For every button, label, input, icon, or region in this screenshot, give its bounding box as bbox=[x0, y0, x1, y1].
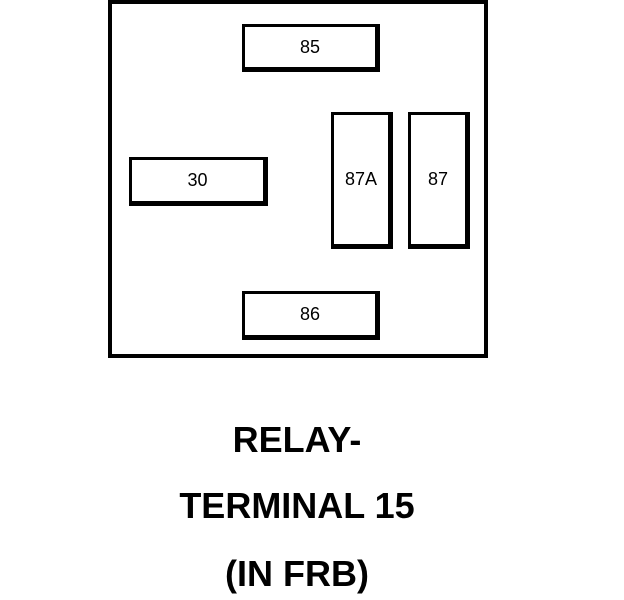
caption-line-2: TERMINAL 15 bbox=[179, 485, 415, 526]
terminal-86: 86 bbox=[242, 291, 380, 340]
terminal-85: 85 bbox=[242, 24, 380, 72]
terminal-87: 87 bbox=[408, 112, 470, 249]
terminal-87a: 87A bbox=[331, 112, 393, 249]
caption-line-3: (IN FRB) bbox=[225, 553, 369, 594]
terminal-85-label: 85 bbox=[299, 36, 321, 57]
terminal-30: 30 bbox=[129, 157, 268, 206]
terminal-87a-label: 87A bbox=[344, 169, 378, 189]
terminal-86-label: 86 bbox=[299, 304, 321, 324]
caption-line-1: RELAY- bbox=[232, 419, 362, 460]
terminal-30-label: 30 bbox=[187, 170, 208, 190]
terminal-87-label: 87 bbox=[427, 169, 449, 189]
